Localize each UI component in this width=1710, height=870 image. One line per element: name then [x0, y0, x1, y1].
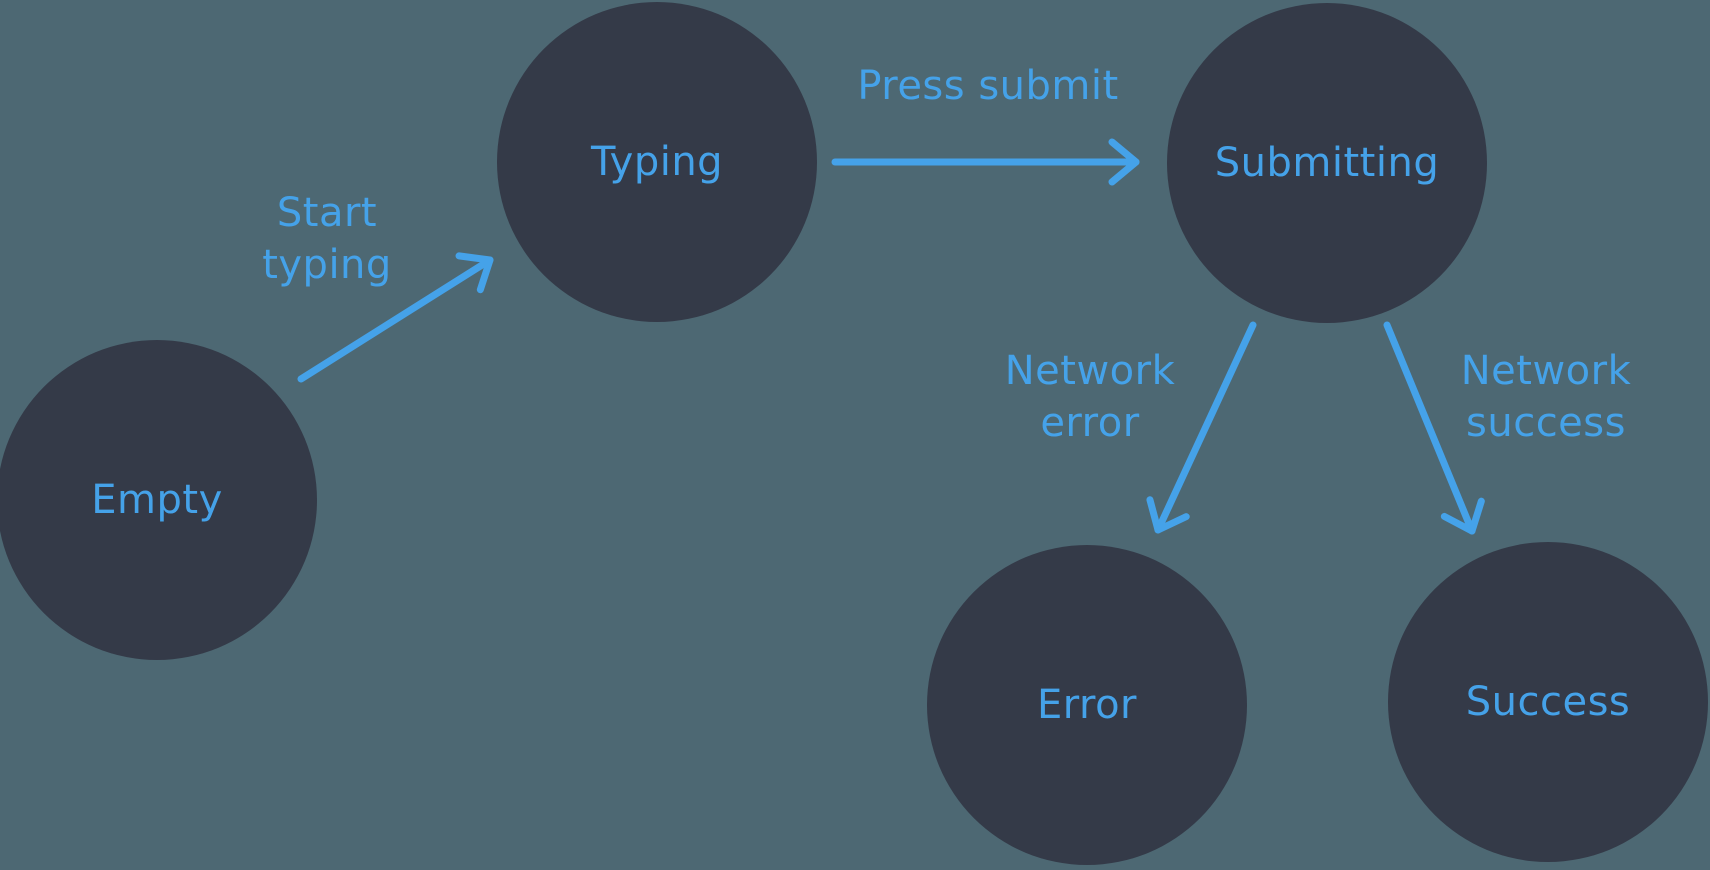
state-label-empty: Empty — [91, 477, 223, 523]
edge-label-start-typing: Start typing — [262, 187, 392, 291]
state-node-typing: Typing — [497, 2, 817, 322]
edge-label-line: Network — [1004, 348, 1176, 394]
state-node-error: Error — [927, 545, 1247, 865]
edge-label-line: error — [1040, 400, 1140, 446]
edge-label-network-success: Network success — [1461, 345, 1632, 449]
state-node-submitting: Submitting — [1167, 3, 1487, 323]
edge-label-network-error: Network error — [1005, 345, 1176, 449]
state-node-success: Success — [1388, 542, 1708, 862]
state-label-error: Error — [1037, 682, 1137, 728]
edge-label-line: success — [1466, 400, 1626, 446]
edge-label-line: Network — [1460, 348, 1632, 394]
network-success-arrow — [1383, 321, 1485, 535]
edge-label-line: typing — [262, 242, 392, 288]
state-label-submitting: Submitting — [1214, 140, 1440, 186]
state-label-typing: Typing — [590, 139, 724, 185]
state-node-empty: Empty — [0, 340, 317, 660]
edge-label-press-submit: Press submit — [857, 60, 1118, 112]
edge-label-line: Start — [276, 190, 378, 236]
edge-label-line: Press submit — [857, 63, 1119, 109]
state-label-success: Success — [1465, 679, 1631, 725]
